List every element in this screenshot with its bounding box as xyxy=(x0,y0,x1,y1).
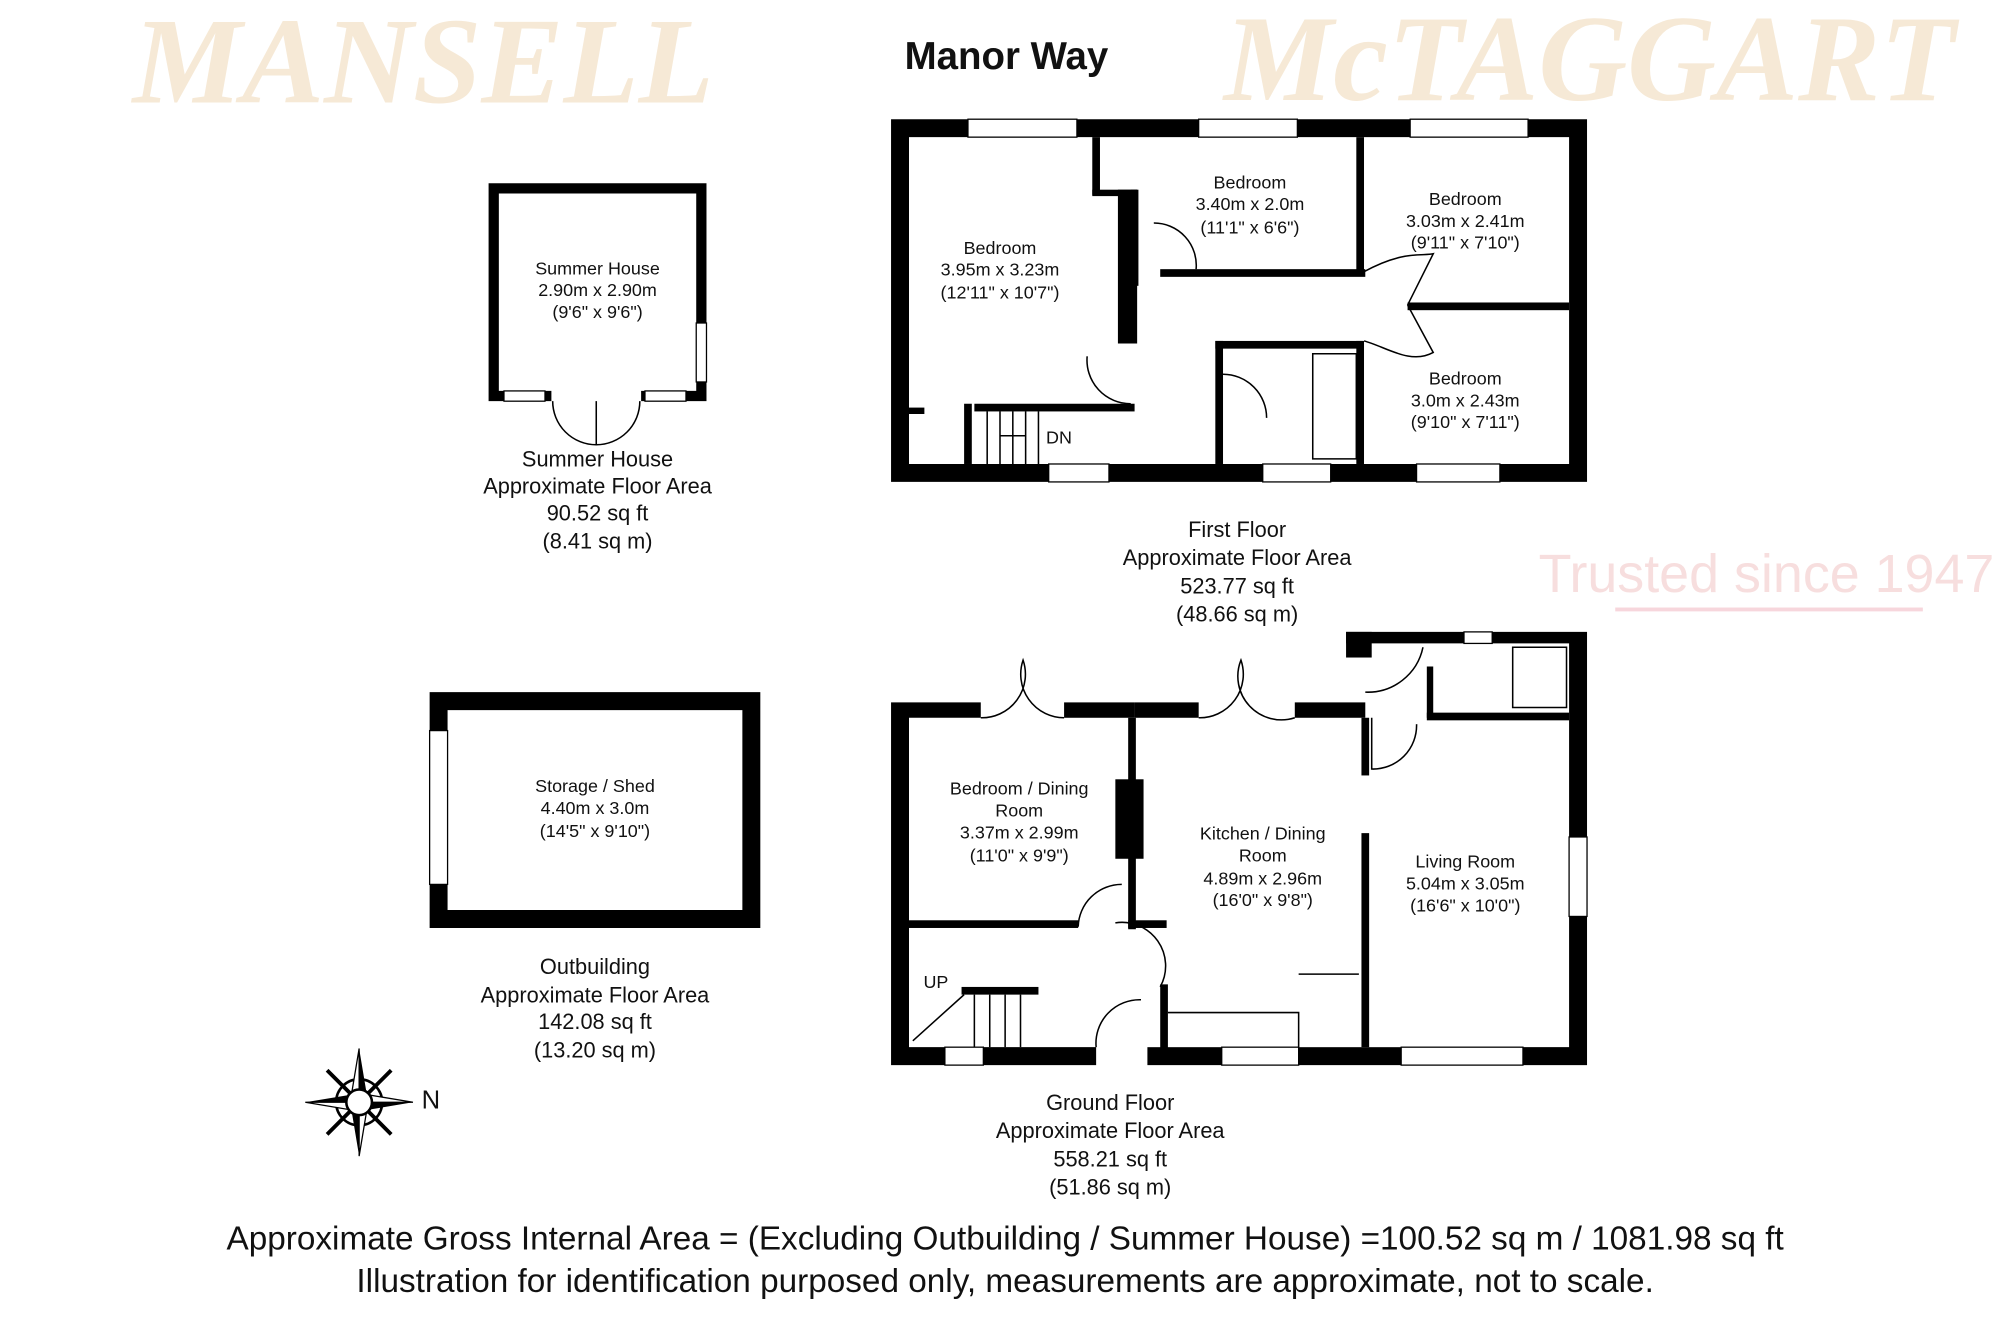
compass-direction: N xyxy=(422,1087,441,1115)
room-name: Living Room xyxy=(1415,852,1515,872)
compass-rose-icon xyxy=(305,1048,414,1157)
room-metric: 5.04m x 3.05m xyxy=(1406,874,1525,894)
room-imperial: (9'6" x 9'6") xyxy=(552,302,642,322)
window xyxy=(695,322,708,383)
french-door xyxy=(551,401,641,446)
room-metric: 4.40m x 3.0m xyxy=(541,798,650,818)
outbuilding-plan: Storage / Shed 4.40m x 3.0m (14'5" x 9'1… xyxy=(428,692,761,928)
room-metric: 3.03m x 2.41m xyxy=(1406,211,1525,231)
room-name: Bedroom xyxy=(964,238,1037,258)
ground-floor-plan: Bedroom / Dining Room 3.37m x 2.99m (11'… xyxy=(891,631,1588,1066)
summer-house-area-label: Summer House Approximate Floor Area 90.5… xyxy=(483,447,713,554)
room-metric: 2.90m x 2.90m xyxy=(538,280,657,300)
label-sqm: (48.66 sq m) xyxy=(1176,602,1298,627)
room-metric: 3.40m x 2.0m xyxy=(1196,194,1305,214)
room-name-2: Room xyxy=(1239,845,1287,865)
room-metric: 3.95m x 3.23m xyxy=(941,260,1060,280)
first-floor-area-label: First Floor Approximate Floor Area 523.7… xyxy=(1123,517,1353,627)
room-imperial: (11'1" x 6'6") xyxy=(1200,217,1299,237)
room-imperial: (14'5" x 9'10") xyxy=(540,821,650,841)
watermark-tagline: Trusted since 1947 xyxy=(1539,544,1995,604)
label-caption: Approximate Floor Area xyxy=(996,1118,1226,1143)
label-name: Outbuilding xyxy=(540,954,650,979)
room-name: Kitchen / Dining xyxy=(1200,824,1326,844)
outbuilding-area-label: Outbuilding Approximate Floor Area 142.0… xyxy=(481,954,711,1062)
label-caption: Approximate Floor Area xyxy=(481,982,711,1007)
room-imperial: (16'0" x 9'8") xyxy=(1213,890,1313,910)
footer-disclaimer: Illustration for identification purposed… xyxy=(356,1263,1653,1300)
room-name: Summer House xyxy=(535,258,660,278)
room-imperial: (11'0" x 9'9") xyxy=(970,845,1069,865)
watermark-rule xyxy=(1615,607,1923,612)
label-sqft: 90.52 sq ft xyxy=(547,500,649,525)
window xyxy=(503,390,546,402)
first-floor-plan: Bedroom 3.95m x 3.23m (12'11" x 10'7") B… xyxy=(891,118,1588,483)
room-imperial: (16'6" x 10'0") xyxy=(1410,895,1520,915)
label-name: First Floor xyxy=(1188,517,1286,542)
stairs-label: DN xyxy=(1046,427,1072,447)
label-name: Summer House xyxy=(522,447,673,472)
label-sqm: (51.86 sq m) xyxy=(1049,1175,1171,1200)
room-metric: 4.89m x 2.96m xyxy=(1203,868,1322,888)
room-name: Bedroom / Dining xyxy=(950,779,1089,799)
label-sqft: 142.08 sq ft xyxy=(538,1009,652,1034)
watermark-line1: MANSELL xyxy=(131,0,714,130)
window xyxy=(644,390,687,402)
watermark: MANSELL McTAGGART Trusted since 1947 xyxy=(131,0,1995,612)
label-sqm: (8.41 sq m) xyxy=(542,529,652,554)
stairs-label: UP xyxy=(923,972,948,992)
label-caption: Approximate Floor Area xyxy=(483,473,713,498)
ground-floor-area-label: Ground Floor Approximate Floor Area 558.… xyxy=(996,1090,1226,1200)
room-name: Storage / Shed xyxy=(535,776,655,796)
label-sqft: 523.77 sq ft xyxy=(1180,573,1294,598)
window xyxy=(428,729,449,886)
room-name-2: Room xyxy=(995,800,1043,820)
room-name: Bedroom xyxy=(1429,369,1502,389)
footer-gross-area: Approximate Gross Internal Area = (Exclu… xyxy=(227,1221,1785,1258)
label-sqft: 558.21 sq ft xyxy=(1053,1146,1167,1171)
room-name: Bedroom xyxy=(1429,189,1502,209)
watermark-line2: McTAGGART xyxy=(1222,0,1960,127)
label-name: Ground Floor xyxy=(1046,1090,1174,1115)
room-metric: 3.0m x 2.43m xyxy=(1411,390,1520,410)
room-metric: 3.37m x 2.99m xyxy=(960,822,1079,842)
room-imperial: (9'11" x 7'10") xyxy=(1411,233,1520,253)
room-name: Bedroom xyxy=(1214,172,1287,192)
room-imperial: (12'11" x 10'7") xyxy=(941,283,1060,303)
page-title: Manor Way xyxy=(905,35,1109,78)
room-imperial: (9'10" x 7'11") xyxy=(1411,412,1520,432)
label-caption: Approximate Floor Area xyxy=(1123,545,1353,570)
summer-house-plan: Summer House 2.90m x 2.90m (9'6" x 9'6") xyxy=(488,183,708,446)
label-sqm: (13.20 sq m) xyxy=(534,1037,656,1062)
